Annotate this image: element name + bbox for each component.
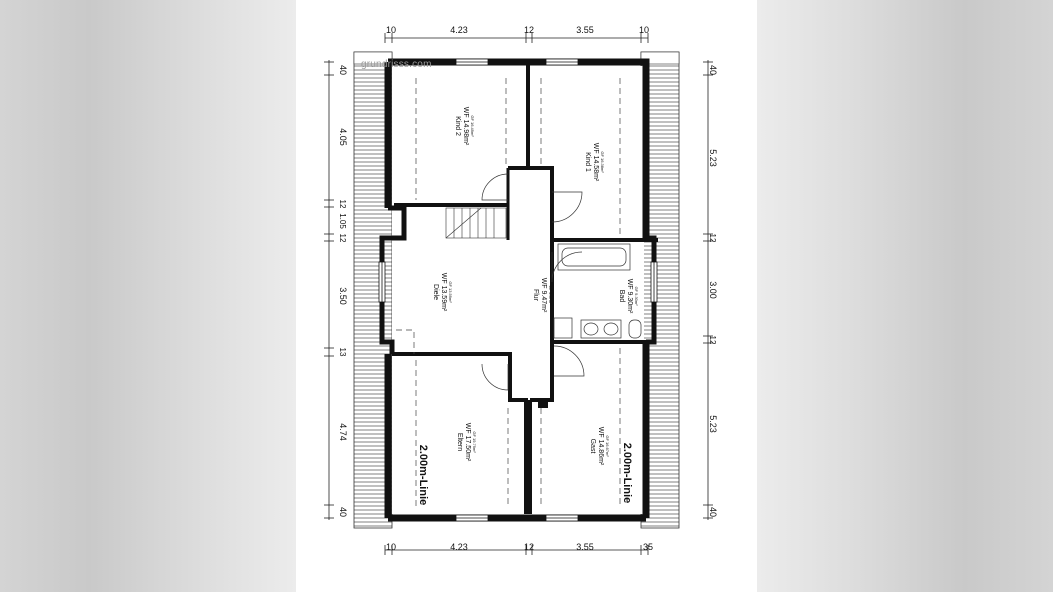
- room-wf: WF 9.47m²: [540, 278, 547, 313]
- dim-top-4: 10: [639, 25, 649, 35]
- dim-right-3: 3.00: [708, 281, 718, 299]
- room-wf: WF 17.50m²: [464, 423, 471, 462]
- floor-plan-sheet: 10 4.23 12 3.55 10 10 4.23 12 3.55 35 40…: [296, 0, 757, 592]
- room-wf: WF 14.58m²: [592, 143, 599, 182]
- dim-left-3: 1.05: [338, 213, 347, 229]
- room-gf: GF 16.49m²: [470, 115, 475, 137]
- bathroom-fixtures: [553, 243, 642, 339]
- dim-left-6: 13: [338, 348, 347, 357]
- dim-right-6: 40: [708, 507, 718, 517]
- floor-plan-labels: 10 4.23 12 3.55 10 10 4.23 12 3.55 35 40…: [338, 25, 718, 552]
- blurred-background-left: [0, 0, 296, 592]
- dim-right-5: 5.23: [708, 415, 718, 433]
- dim-bottom-2: 12: [524, 542, 534, 552]
- room-name: Kind 1: [584, 152, 591, 172]
- dim-left-7: 4.74: [338, 423, 348, 441]
- dim-left-2: 12: [338, 200, 347, 209]
- room-bad: Bad WF 9.30m² GF 9.30m²: [618, 279, 639, 314]
- dim-left-4: 12: [338, 234, 347, 243]
- dim-bottom-0: 10: [386, 542, 396, 552]
- room-gf: GF 9.47m²: [548, 285, 553, 305]
- dim-left-8: 40: [338, 507, 348, 517]
- room-name: Gast: [589, 439, 596, 454]
- dim-bottom-1: 4.23: [450, 542, 468, 552]
- blurred-background-right: [757, 0, 1053, 592]
- room-wf: WF 9.30m²: [626, 279, 633, 314]
- room-kind-2: Kind 2 WF 14.98m² GF 16.49m²: [454, 107, 475, 146]
- room-gf: GF 13.59m²: [448, 281, 453, 303]
- room-kind-1: Kind 1 WF 14.58m² GF 16.38m²: [584, 143, 605, 182]
- dim-left-1: 4.05: [338, 128, 348, 146]
- room-name: Kind 2: [454, 116, 461, 136]
- dim-right-2: 12: [708, 234, 717, 243]
- room-diele: Diele WF 13.59m² GF 13.59m²: [432, 273, 453, 312]
- dim-bottom-3: 3.55: [576, 542, 594, 552]
- height-line-label-left: 2.00m-Linie: [417, 445, 429, 506]
- room-wf: WF 14.86m²: [597, 427, 604, 466]
- door-swings: [481, 173, 585, 391]
- dim-right-1: 5.23: [708, 149, 718, 167]
- room-eltern: Eltern WF 17.50m² GF 19.79m²: [456, 423, 477, 462]
- dim-left-0: 40: [338, 65, 348, 75]
- dim-top-2: 12: [524, 25, 534, 35]
- walls: [379, 58, 658, 522]
- watermark-text: grundrisss.com: [361, 59, 432, 70]
- room-name: Diele: [432, 284, 439, 300]
- dim-right-0: 40: [708, 65, 718, 75]
- room-flur: Flur WF 9.47m² GF 9.47m²: [532, 278, 553, 313]
- chimney-post: [538, 398, 548, 408]
- room-name: Flur: [532, 289, 539, 302]
- dim-left-5: 3.50: [338, 287, 348, 305]
- dimension-lines: [324, 33, 713, 555]
- floor-plan-drawing: [324, 33, 713, 555]
- dim-top-1: 4.23: [450, 25, 468, 35]
- room-gf: GF 9.30m²: [634, 286, 639, 306]
- room-wf: WF 13.59m²: [440, 273, 447, 312]
- room-gf: GF 16.38m²: [600, 151, 605, 173]
- room-name: Eltern: [456, 433, 463, 451]
- height-lines: [396, 78, 621, 508]
- dim-top-3: 3.55: [576, 25, 594, 35]
- height-line-label-right: 2.00m-Linie: [621, 443, 633, 504]
- dim-top-0: 10: [386, 25, 396, 35]
- room-gf: GF 19.79m²: [472, 431, 477, 453]
- windows: [378, 58, 658, 522]
- room-wf: WF 14.98m²: [462, 107, 469, 146]
- room-gf: GF 16.67m²: [605, 435, 610, 457]
- staircase: [445, 207, 507, 239]
- dim-bottom-4: 35: [643, 542, 653, 552]
- dim-right-4: 12: [708, 336, 717, 345]
- room-gast: Gast WF 14.86m² GF 16.67m²: [589, 427, 610, 466]
- room-name: Bad: [618, 290, 625, 303]
